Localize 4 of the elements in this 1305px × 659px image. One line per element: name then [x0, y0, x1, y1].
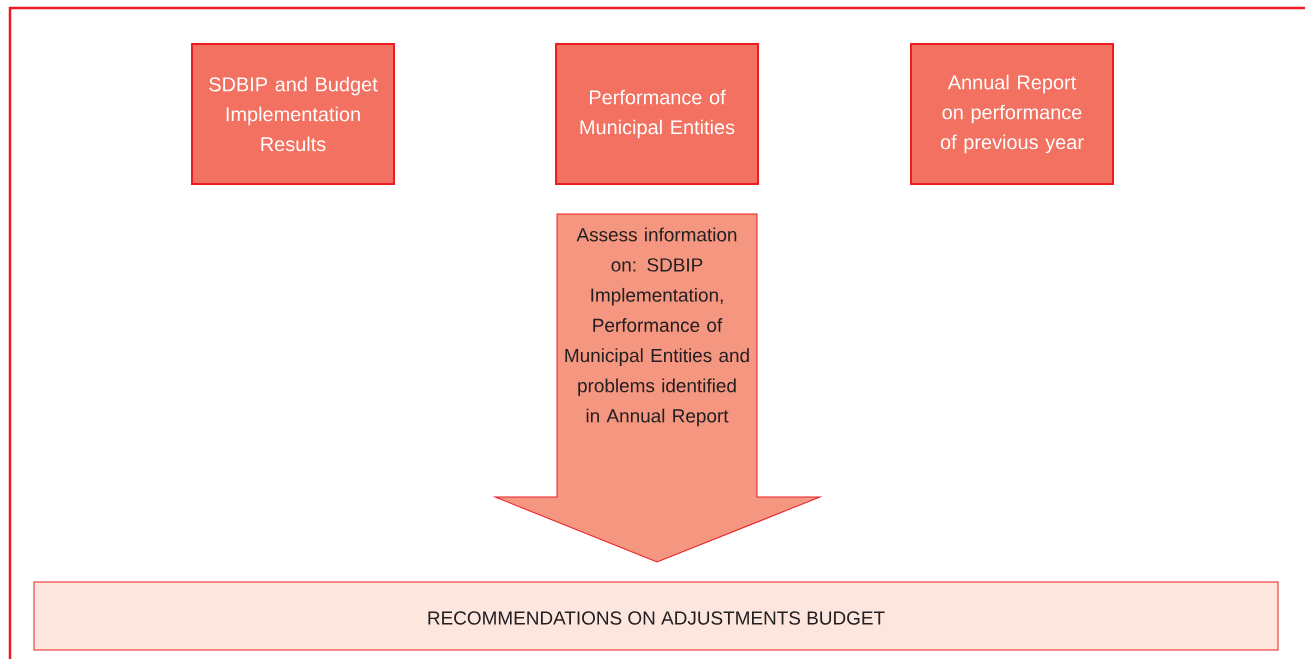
process-box: SDBIP and Budget Implementation Results [191, 43, 395, 185]
process-box: Annual Report on performance of previous year [910, 43, 1114, 185]
process-box: Performance of Municipal Entities [555, 43, 759, 185]
result-box: RECOMMENDATIONS ON ADJUSTMENTS BUDGET [33, 581, 1279, 651]
